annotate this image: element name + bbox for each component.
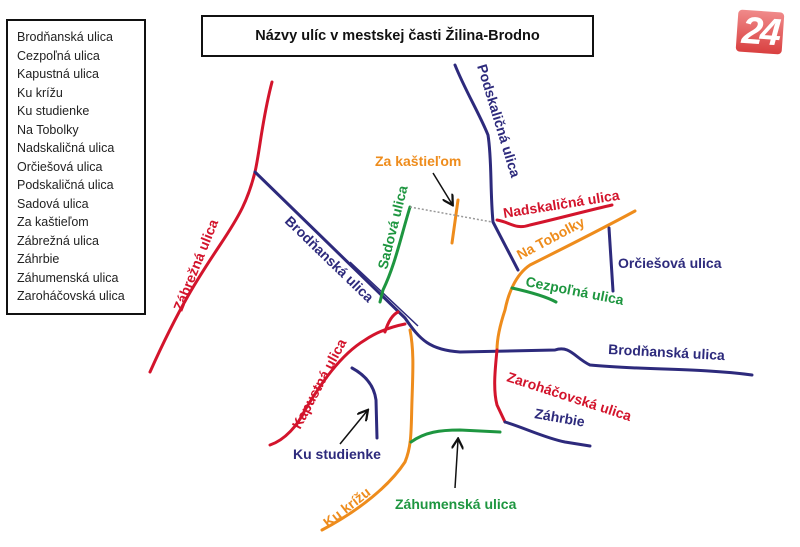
label-ku-krizu: Ku krížu: [320, 484, 373, 531]
road-zarohacovska: [493, 348, 507, 424]
dotted-link: [409, 206, 493, 223]
legend-item: Ku studienke: [17, 104, 90, 118]
label-zahrbie: Záhrbie: [533, 405, 586, 430]
road-cezpolna: [510, 286, 558, 304]
road-za-kastielom: [450, 198, 460, 245]
legend-item: Kapustná ulica: [17, 67, 100, 81]
arrow-za-kastielom: [432, 172, 452, 204]
label-zahumenska: Záhumenská ulica: [395, 496, 517, 512]
road-brodnanska-double: [349, 261, 419, 327]
legend-item: Nadskaličná ulica: [17, 141, 115, 155]
legend-item: Záhumenská ulica: [17, 270, 119, 285]
label-nadskalicna: Nadskaličná ulica: [502, 187, 621, 221]
legend-item: Brodňanská ulica: [17, 30, 113, 44]
legend-item: Ku krížu: [17, 85, 63, 100]
arrow-zahumenska: [455, 440, 458, 489]
road-kapustna-branch: [383, 310, 400, 334]
legend-item: Zábrežná ulica: [17, 233, 99, 248]
legend-item: Na Tobolky: [17, 122, 79, 137]
road-na-tobolky: [495, 209, 637, 352]
label-orciesova: Orčiešová ulica: [618, 255, 722, 271]
legend-item: Záhrbie: [17, 252, 60, 266]
map-title: Názvy ulíc v mestskej časti Žilina-Brodn…: [201, 15, 594, 57]
legend-item: Za kaštieľom: [17, 215, 89, 229]
label-za-kastielom: Za kaštieľom: [375, 153, 461, 169]
road-podskalicna: [453, 63, 520, 272]
label-brodnanska: Brodňanská ulica: [282, 213, 377, 306]
legend-item: Cezpoľná ulica: [17, 48, 100, 63]
road-zahrbie: [503, 420, 592, 448]
road-zabrezna: [148, 80, 274, 374]
label-zabrezna: Zábrežná ulica: [170, 217, 221, 313]
road-brodnanska: [253, 170, 754, 377]
label-kapustna: Kapustná ulica: [289, 336, 350, 432]
label-ku-studienke: Ku studienke: [293, 446, 381, 462]
legend-item: Sadová ulica: [17, 196, 89, 211]
legend-item: Zaroháčovská ulica: [17, 289, 125, 303]
road-orciesova: [607, 226, 615, 293]
arrow-ku-studienke: [339, 411, 367, 445]
label-cezpolna: Cezpoľná ulica: [524, 273, 625, 308]
road-ku-studienke: [350, 366, 379, 440]
road-nadskalicna: [495, 203, 614, 229]
road-sadova: [378, 205, 412, 304]
road-zahumenska: [409, 428, 502, 444]
legend-item: Podskaličná ulica: [17, 178, 114, 192]
label-brodnanska-east: Brodňanská ulica: [608, 341, 726, 363]
legend-item: Orčiešová ulica: [17, 159, 103, 174]
